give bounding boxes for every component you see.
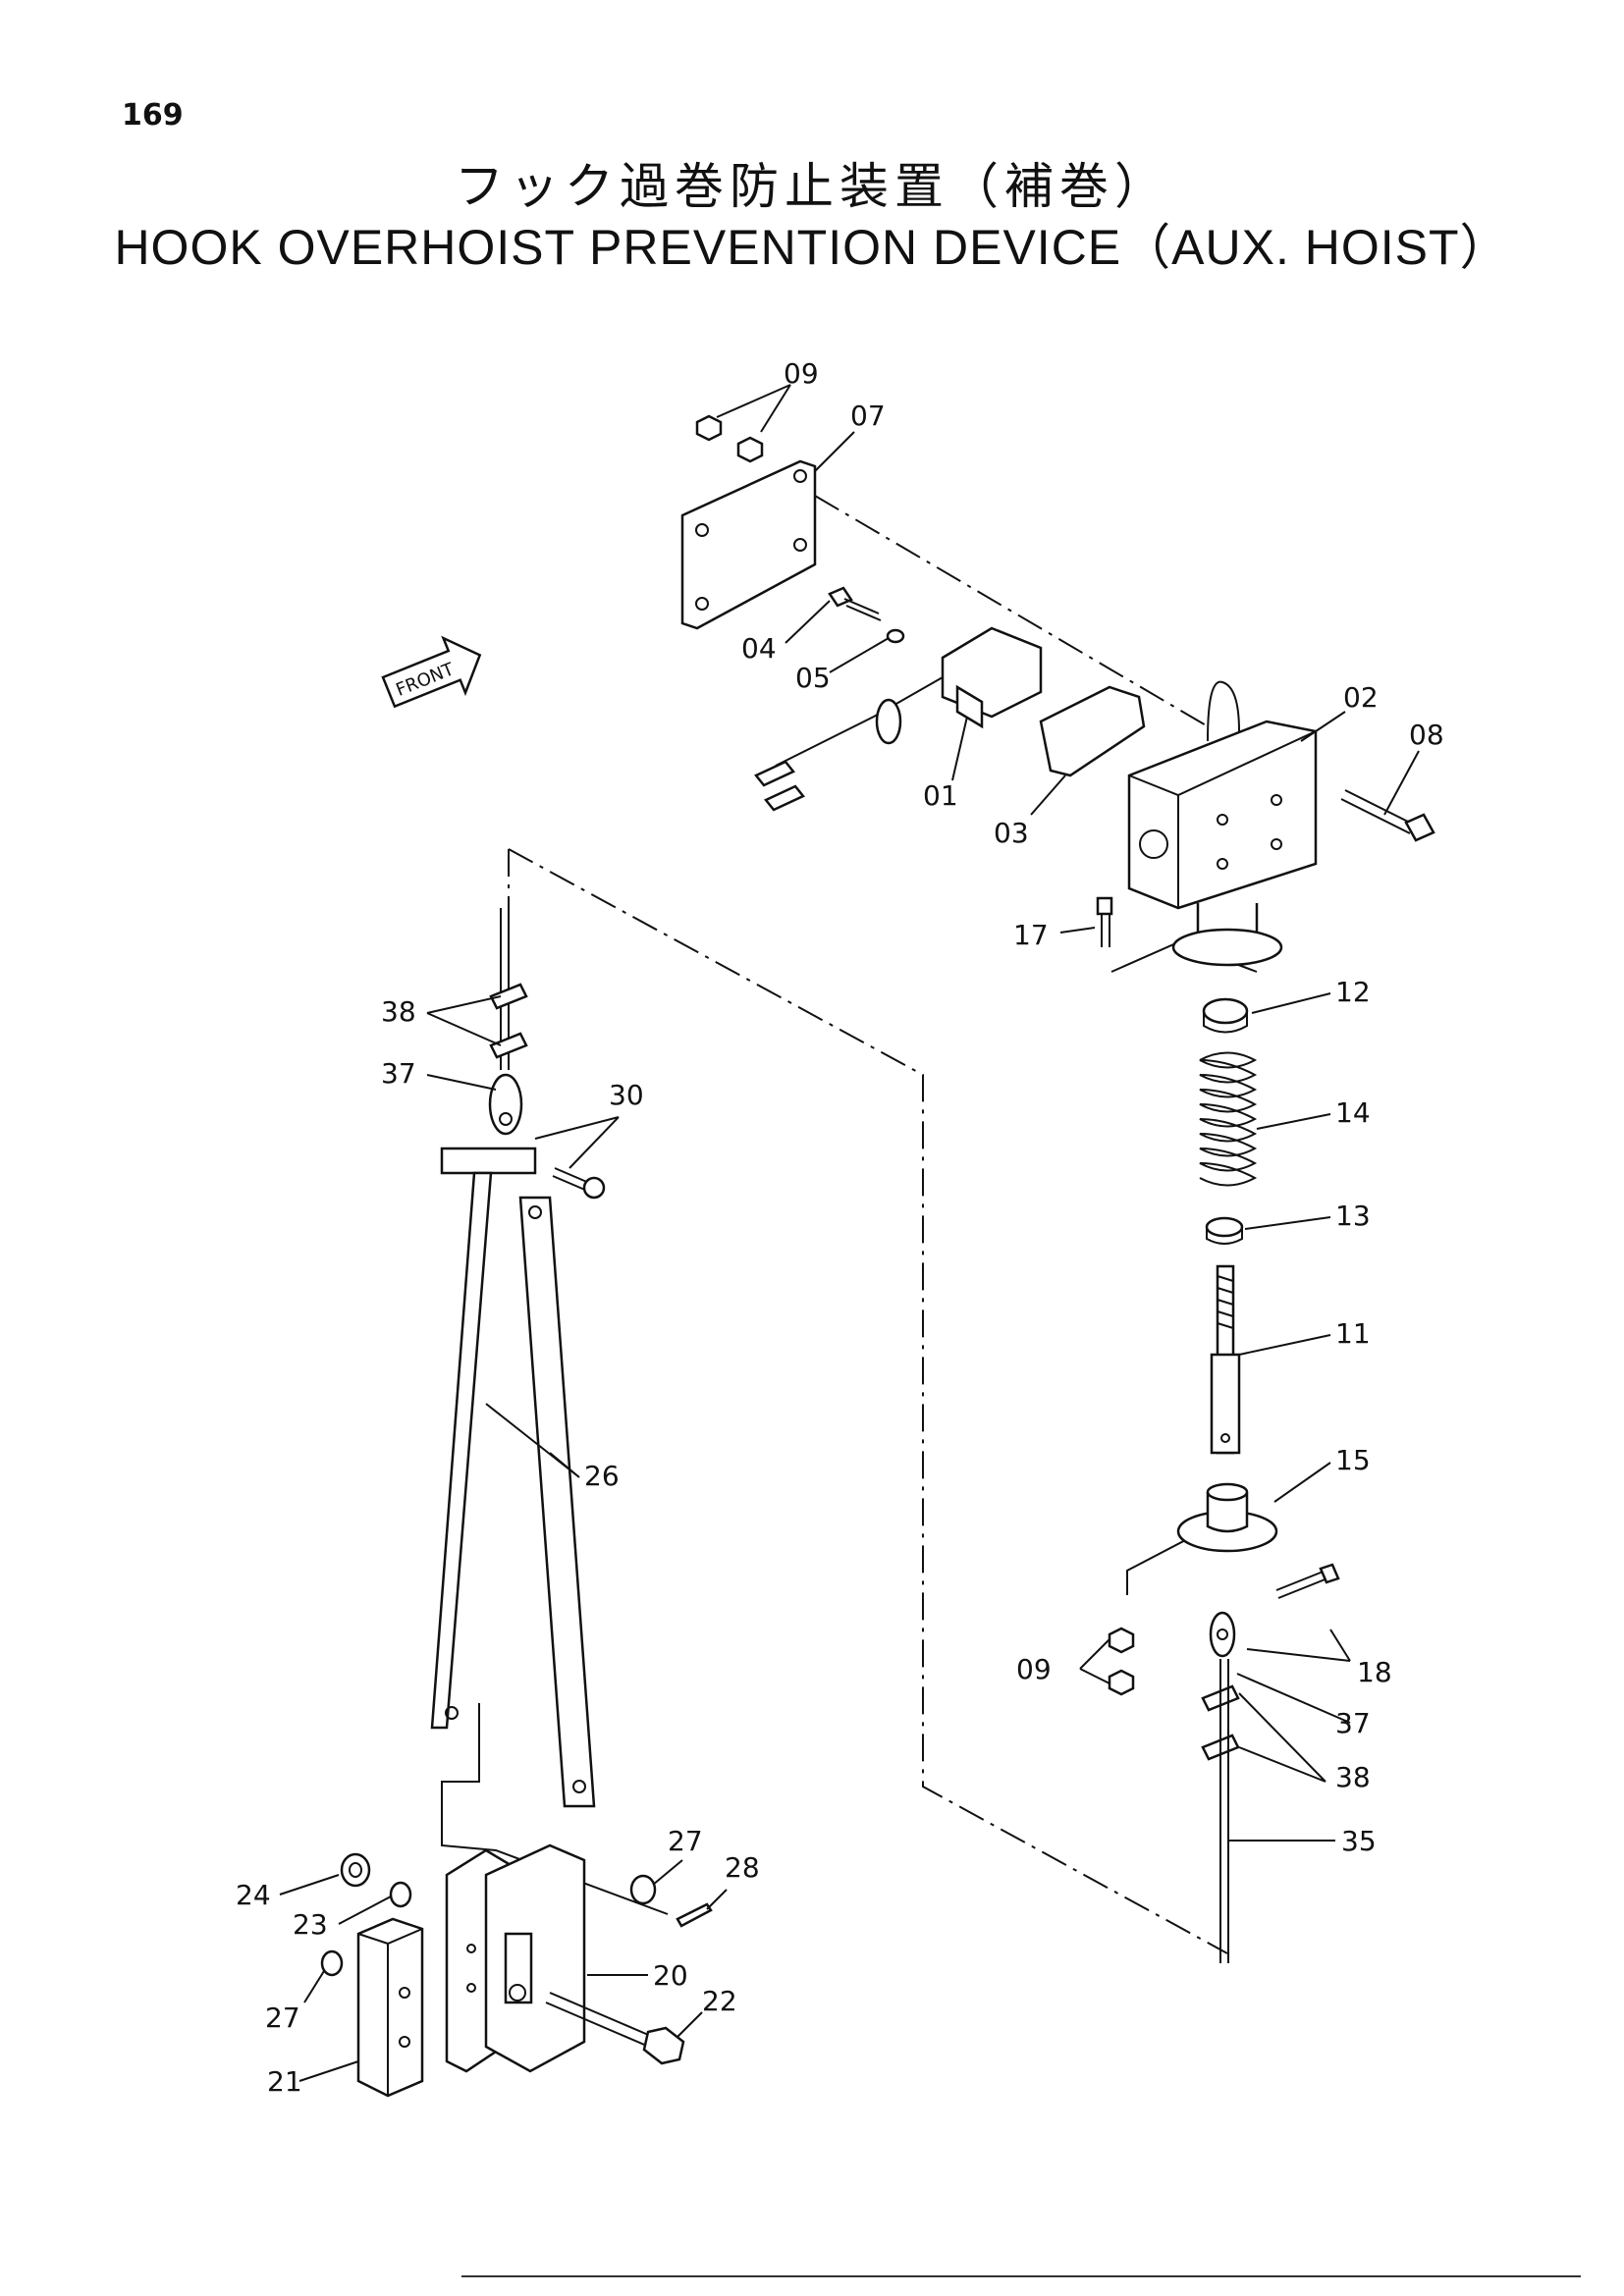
callout-21: 21 — [267, 2065, 302, 2098]
callout-27-right: 27 — [668, 1825, 703, 1857]
part-05-washer — [886, 628, 905, 644]
callout-09-bottom: 09 — [1016, 1653, 1052, 1685]
title-japanese: フック過巻防止装置（補巻） — [455, 158, 1169, 215]
assembly-guide-lines — [441, 495, 1258, 1954]
part-07-plate — [680, 459, 817, 630]
title-english: HOOK OVERHOIST PREVENTION DEVICE（AUX. HO… — [114, 220, 1510, 275]
part-23-washer — [389, 1881, 412, 1908]
callout-labels: 09 07 04 05 01 03 02 08 17 12 14 13 11 1… — [236, 357, 1444, 2098]
callout-03: 03 — [994, 817, 1029, 849]
callout-27-left: 27 — [265, 2002, 300, 2034]
part-30-pin — [552, 1167, 606, 1200]
callout-37-left: 37 — [381, 1057, 416, 1090]
callout-30: 30 — [609, 1079, 644, 1111]
callout-09-top: 09 — [784, 357, 819, 390]
part-37-shackle-left — [488, 1073, 523, 1136]
callout-15: 15 — [1335, 1444, 1371, 1476]
page-number: 169 — [122, 98, 184, 133]
part-03-cover — [1039, 685, 1146, 777]
callout-26: 26 — [584, 1460, 620, 1492]
callout-35: 35 — [1341, 1825, 1377, 1857]
part-27-washer-left — [320, 1949, 344, 1977]
part-01-limit-switch — [754, 626, 1043, 812]
part-22-bolt — [545, 1992, 685, 2065]
part-24-nut — [340, 1852, 371, 1888]
callout-37-right: 37 — [1335, 1707, 1371, 1739]
callout-04: 04 — [741, 632, 777, 665]
callout-28: 28 — [725, 1851, 760, 1884]
callout-12: 12 — [1335, 976, 1371, 1008]
part-11-shaft — [1210, 1264, 1241, 1455]
callout-11: 11 — [1335, 1317, 1371, 1350]
callout-22: 22 — [702, 1985, 737, 2017]
callout-17: 17 — [1013, 919, 1049, 951]
callout-13: 13 — [1335, 1200, 1371, 1232]
part-35-wire-rope — [1219, 1659, 1229, 1963]
part-04-bolt — [828, 586, 882, 621]
callout-05: 05 — [795, 662, 831, 694]
part-09-nuts-bottom — [1108, 1627, 1135, 1696]
part-37-shackle-right — [1209, 1611, 1236, 1658]
part-09-nuts-top — [695, 414, 764, 463]
callout-20: 20 — [653, 1959, 688, 1992]
front-arrow: FRONT — [381, 635, 482, 709]
part-02-bracket — [1127, 680, 1318, 967]
callout-01: 01 — [923, 779, 958, 812]
part-27-washer-right — [629, 1874, 657, 1905]
part-38-clips-left — [489, 983, 528, 1059]
part-21-weight — [356, 1917, 424, 2098]
callout-02: 02 — [1343, 681, 1379, 714]
callout-24: 24 — [236, 1879, 271, 1911]
callout-38-left: 38 — [381, 995, 416, 1028]
callout-08: 08 — [1409, 719, 1444, 751]
part-13-nut — [1205, 1216, 1244, 1245]
callout-07: 07 — [850, 400, 886, 432]
callout-23: 23 — [293, 1908, 328, 1941]
part-17-bolt — [1096, 896, 1113, 947]
footer-rule — [461, 2275, 1581, 2277]
callout-38-right: 38 — [1335, 1761, 1371, 1793]
part-15-flange — [1176, 1482, 1278, 1553]
leader-lines — [279, 384, 1420, 2082]
part-20-clamp-block — [445, 1843, 586, 2073]
callout-14: 14 — [1335, 1096, 1371, 1129]
part-18-pin — [1275, 1563, 1340, 1599]
part-08-bolt — [1340, 789, 1435, 842]
part-28-cotter-pin — [676, 1902, 713, 1928]
part-26-rods — [430, 1147, 596, 1808]
part-12-nut — [1202, 997, 1249, 1034]
callout-18: 18 — [1357, 1656, 1392, 1688]
part-14-spring — [1199, 1051, 1258, 1187]
